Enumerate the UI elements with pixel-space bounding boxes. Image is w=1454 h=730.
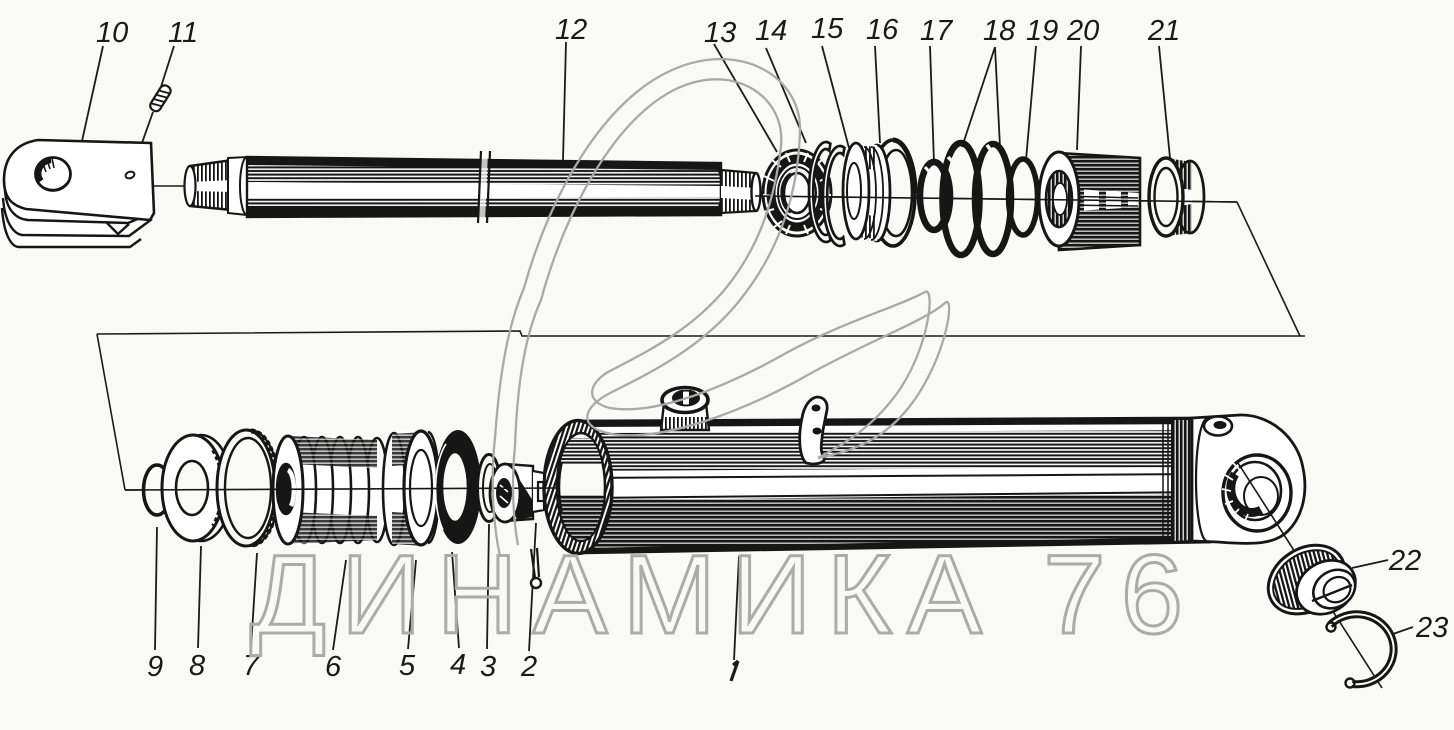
svg-text:13: 13 bbox=[704, 17, 736, 49]
svg-text:23: 23 bbox=[1415, 612, 1448, 644]
svg-text:4: 4 bbox=[450, 649, 466, 681]
svg-text:7: 7 bbox=[243, 650, 261, 682]
svg-text:12: 12 bbox=[555, 14, 587, 46]
svg-text:8: 8 bbox=[189, 650, 205, 682]
svg-text:15: 15 bbox=[811, 13, 844, 45]
svg-text:2: 2 bbox=[520, 651, 537, 683]
svg-text:20: 20 bbox=[1066, 15, 1099, 47]
svg-text:21: 21 bbox=[1147, 15, 1180, 47]
svg-text:ДИНАМИКА 76: ДИНАМИКА 76 bbox=[250, 532, 1185, 657]
svg-text:11: 11 bbox=[168, 17, 198, 49]
svg-text:17: 17 bbox=[920, 15, 954, 47]
svg-text:10: 10 bbox=[96, 17, 128, 49]
svg-text:5: 5 bbox=[399, 650, 416, 682]
svg-text:19: 19 bbox=[1026, 15, 1058, 47]
svg-text:14: 14 bbox=[755, 15, 787, 47]
svg-text:6: 6 bbox=[325, 651, 342, 683]
svg-text:22: 22 bbox=[1388, 545, 1421, 577]
svg-text:18: 18 bbox=[983, 15, 1015, 47]
svg-text:9: 9 bbox=[147, 651, 163, 683]
svg-text:3: 3 bbox=[480, 651, 496, 683]
svg-text:16: 16 bbox=[866, 14, 899, 46]
